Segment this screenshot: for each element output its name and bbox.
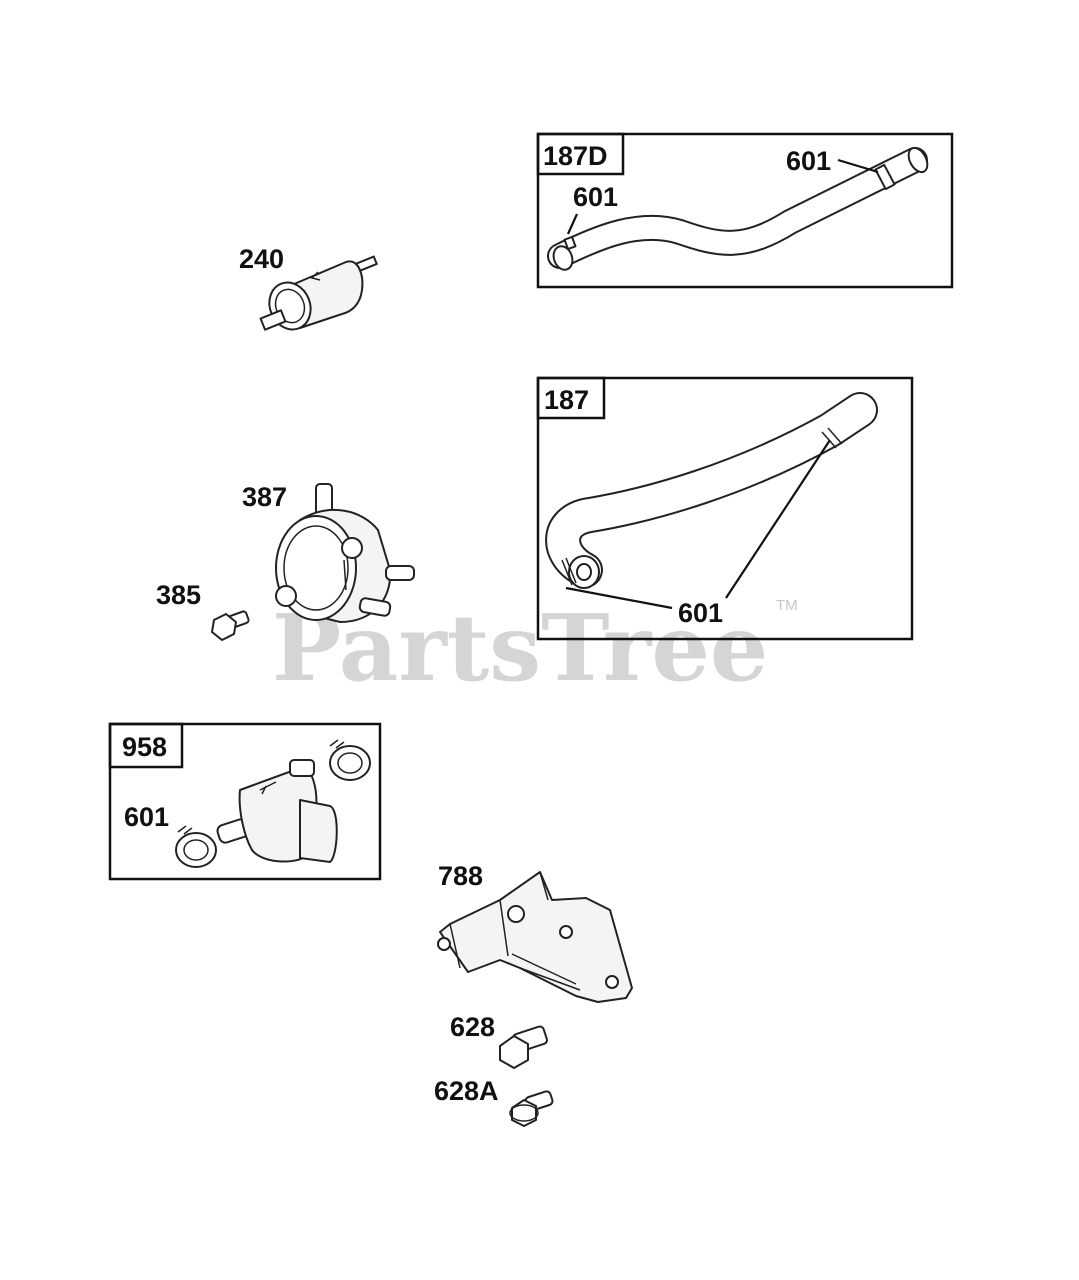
group-958-callout[interactable]: 601 bbox=[124, 802, 169, 832]
part-240[interactable]: 240 bbox=[239, 244, 378, 336]
group-187[interactable]: 187 601 bbox=[536, 376, 914, 641]
group-958-frame bbox=[108, 722, 382, 881]
group-958[interactable]: 958 601 bbox=[108, 722, 382, 881]
leader-line bbox=[837, 158, 879, 174]
part-628a-callout[interactable]: 628A bbox=[434, 1076, 499, 1106]
group-187-label: 187 bbox=[544, 385, 589, 415]
part-385[interactable]: 385 bbox=[156, 580, 250, 641]
group-187d-label: 187D bbox=[543, 141, 608, 171]
bracket-icon bbox=[437, 871, 633, 1003]
leader-line bbox=[566, 213, 579, 235]
part-628-callout[interactable]: 628 bbox=[450, 1012, 495, 1042]
shutoff-valve-icon bbox=[175, 739, 371, 868]
part-788[interactable]: 788 bbox=[437, 861, 633, 1003]
group-187d[interactable]: 187D 601 601 bbox=[536, 132, 954, 289]
group-187d-label-box bbox=[536, 132, 625, 176]
part-628[interactable]: 628 bbox=[450, 1012, 548, 1069]
group-958-label: 958 bbox=[122, 732, 167, 762]
part-240-callout[interactable]: 240 bbox=[239, 244, 284, 274]
group-187-callout[interactable]: 601 bbox=[678, 598, 723, 628]
group-187-frame bbox=[536, 376, 914, 641]
group-187d-callout-upper[interactable]: 601 bbox=[786, 146, 831, 176]
part-387-callout[interactable]: 387 bbox=[242, 482, 287, 512]
group-187d-callout-lower[interactable]: 601 bbox=[573, 182, 618, 212]
fuel-hose-187-icon bbox=[545, 392, 878, 589]
bolt-icon bbox=[499, 1025, 548, 1069]
group-187d-frame bbox=[536, 132, 954, 289]
part-788-callout[interactable]: 788 bbox=[438, 861, 483, 891]
leader-line bbox=[565, 586, 673, 610]
fuel-pump-icon bbox=[275, 483, 415, 623]
watermark-trademark: TM bbox=[776, 597, 798, 614]
group-187-label-box bbox=[536, 376, 606, 420]
bolt-icon bbox=[509, 1090, 554, 1127]
group-958-label-box bbox=[108, 722, 184, 769]
part-385-callout[interactable]: 385 bbox=[156, 580, 201, 610]
fuel-filter-icon bbox=[259, 255, 378, 331]
part-387[interactable]: 387 bbox=[242, 482, 415, 623]
leader-line bbox=[725, 439, 831, 599]
fuel-hose-187d-icon bbox=[547, 146, 929, 271]
screw-icon bbox=[211, 610, 250, 641]
part-628a[interactable]: 628A bbox=[434, 1076, 554, 1127]
